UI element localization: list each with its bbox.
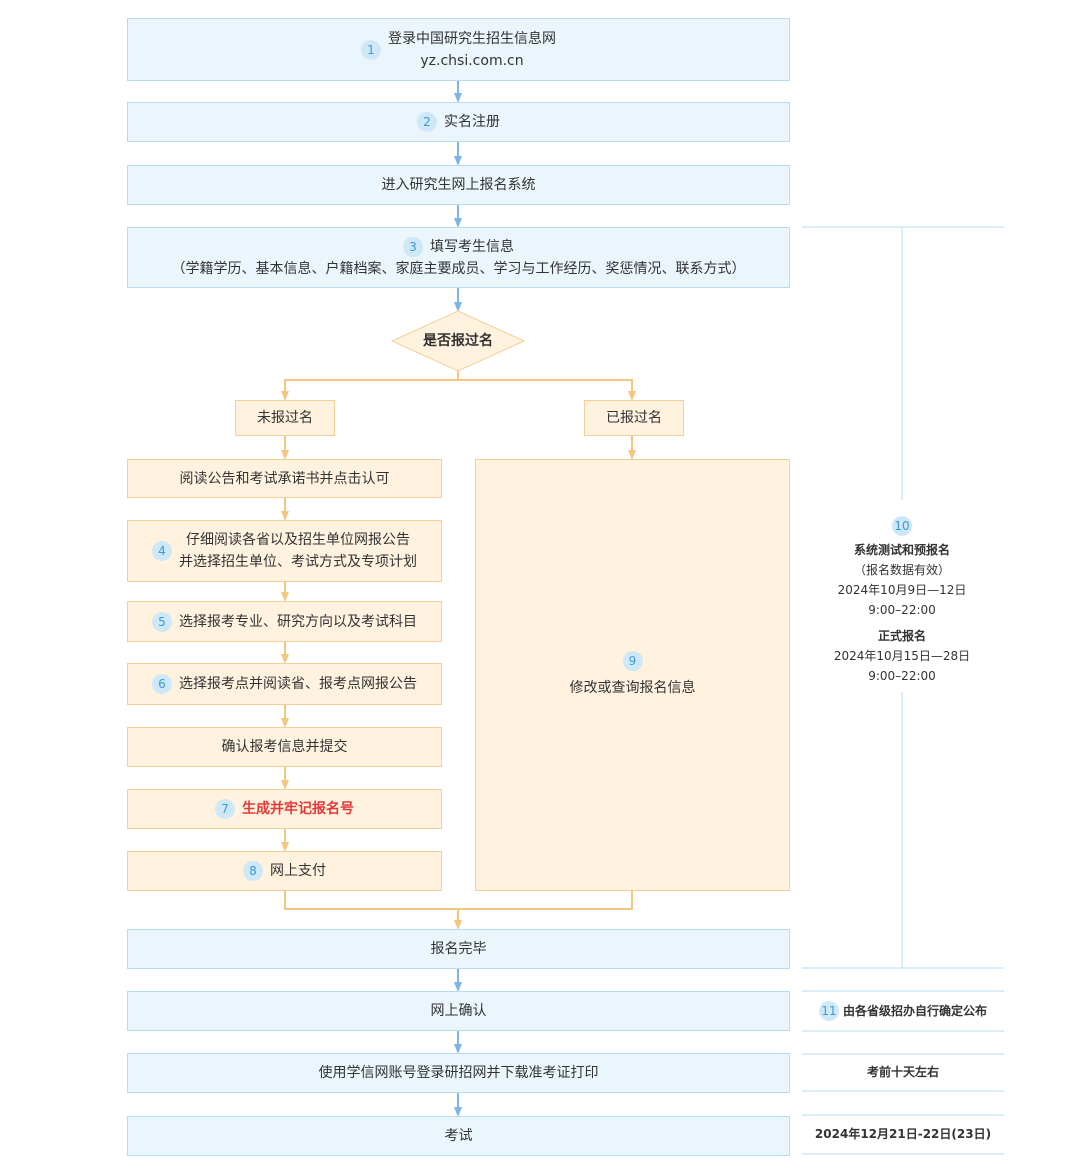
step-select-site-label: 选择报考点并阅读省、报考点网报公告: [179, 676, 417, 692]
step-login-title: 登录中国研究生招生信息网: [388, 30, 556, 47]
not-registered-box: 未报过名: [235, 400, 335, 436]
step-select-site-box: 6 选择报考点并阅读省、报考点网报公告: [127, 663, 442, 705]
step-read-notice-label: 阅读公告和考试承诺书并点击认可: [179, 470, 390, 487]
step-confirm-submit-box: 确认报考信息并提交: [127, 727, 442, 767]
decision-label: 是否报过名: [392, 311, 524, 371]
step-enter-system-label: 进入研究生网上报名系统: [381, 177, 536, 193]
step-enter-system-box: 进入研究生网上报名系统: [127, 165, 790, 205]
schedule-formal-time: 9:00–22:00: [868, 669, 936, 683]
schedule-print-time: 考前十天左右: [866, 1065, 939, 1079]
step-online-confirm-box: 网上确认: [127, 991, 790, 1031]
step-complete-box: 报名完毕: [127, 929, 790, 969]
step-number-badge: 6: [152, 674, 172, 694]
step-payment-box: 8 网上支付: [127, 851, 442, 891]
step-registration-number-label: 生成并牢记报名号: [242, 801, 354, 817]
step-login-box: 1 登录中国研究生招生信息网 yz.chsi.com.cn: [127, 18, 790, 81]
schedule-pretest-date: 2024年10月9日—12日: [837, 583, 967, 597]
schedule-badge-row: 10: [812, 516, 992, 536]
step-select-unit-box: 4 仔细阅读各省以及招生单位网报公告 并选择招生单位、考试方式及专项计划: [127, 520, 442, 582]
step-login-row: 1 登录中国研究生招生信息网 yz.chsi.com.cn: [361, 28, 556, 72]
step-number-badge: 10: [892, 516, 912, 536]
step-fill-info-detail: （学籍学历、基本信息、户籍档案、家庭主要成员、学习与工作经历、奖惩情况、联系方式…: [171, 260, 746, 277]
step-number-badge: 8: [243, 861, 263, 881]
step-select-major-row: 5 选择报考专业、研究方向以及考试科目: [152, 611, 417, 633]
step-payment-row: 8 网上支付: [243, 860, 326, 882]
step-number-badge: 11: [818, 1001, 839, 1021]
not-registered-label: 未报过名: [257, 410, 313, 426]
side-bracket-lines: [802, 226, 1004, 1155]
step-number-badge: 2: [417, 112, 437, 132]
step-online-confirm-label: 网上确认: [430, 1003, 487, 1019]
step-payment-label: 网上支付: [270, 863, 326, 879]
step-select-site-row: 6 选择报考点并阅读省、报考点网报公告: [152, 673, 417, 695]
step-read-notice-box: 阅读公告和考试承诺书并点击认可: [127, 459, 442, 498]
step-exam-box: 考试: [127, 1116, 790, 1156]
registered-box: 已报过名: [584, 400, 684, 436]
schedule-formal-date: 2024年10月15日—28日: [833, 649, 971, 663]
step-select-major-box: 5 选择报考专业、研究方向以及考试科目: [127, 601, 442, 642]
step-register-box: 2 实名注册: [127, 102, 790, 142]
step-number-badge: 9: [622, 651, 643, 671]
step-number-badge: 1: [361, 39, 381, 60]
step-register-label: 实名注册: [444, 114, 500, 130]
schedule-online-confirm: 11 由各省级招办自行确定公布: [806, 1000, 1000, 1022]
step-complete-label: 报名完毕: [430, 941, 487, 957]
step-register-row: 2 实名注册: [417, 111, 500, 133]
schedule-pretest-time: 9:00–22:00: [868, 603, 936, 617]
step-registration-number-box: 7 生成并牢记报名号: [127, 789, 442, 829]
step-select-unit-line1: 仔细阅读各省以及招生单位网报公告: [186, 532, 410, 548]
step-exam-label: 考试: [444, 1128, 473, 1144]
registered-label: 已报过名: [606, 410, 662, 426]
step-modify-query-box: 9 修改或查询报名信息: [475, 459, 790, 891]
schedule-pretest-note: （报名数据有效）: [853, 563, 950, 577]
step-select-unit-line2: 并选择招生单位、考试方式及专项计划: [179, 554, 417, 570]
step-registration-number-row: 7 生成并牢记报名号: [215, 798, 354, 820]
step-modify-query-label: 修改或查询报名信息: [569, 680, 696, 696]
decision-diamond: [390, 310, 526, 372]
step-select-unit-row: 4 仔细阅读各省以及招生单位网报公告 并选择招生单位、考试方式及专项计划: [152, 529, 417, 573]
schedule-exam-date: 2024年12月21日-22日(23日): [814, 1127, 992, 1141]
step-login-url: yz.chsi.com.cn: [420, 52, 524, 69]
step-number-badge: 5: [152, 611, 172, 632]
step-number-badge: 4: [152, 541, 172, 561]
step-fill-info-row: 3 填写考生信息: [403, 236, 514, 258]
decision-text: 是否报过名: [423, 333, 493, 349]
step-confirm-submit-label: 确认报考信息并提交: [221, 739, 348, 755]
step-print-ticket-label: 使用学信网账号登录研招网并下载准考证打印: [318, 1065, 599, 1081]
schedule-online-confirm-label: 由各省级招办自行确定公布: [842, 1004, 987, 1018]
step-number-badge: 7: [215, 799, 235, 819]
schedule-formal-title: 正式报名: [877, 629, 926, 643]
step-print-ticket-box: 使用学信网账号登录研招网并下载准考证打印: [127, 1053, 790, 1093]
step-fill-info-title: 填写考生信息: [430, 238, 514, 255]
step-fill-info-box: 3 填写考生信息 （学籍学历、基本信息、户籍档案、家庭主要成员、学习与工作经历、…: [127, 227, 790, 288]
schedule-registration-period: 10 系统测试和预报名 （报名数据有效） 2024年10月9日—12日 9:00…: [812, 516, 992, 686]
step-number-badge: 3: [403, 236, 423, 257]
branch-connectors: [281, 371, 636, 930]
schedule-pretest-title: 系统测试和预报名: [853, 543, 950, 557]
step-select-major-label: 选择报考专业、研究方向以及考试科目: [179, 613, 417, 630]
